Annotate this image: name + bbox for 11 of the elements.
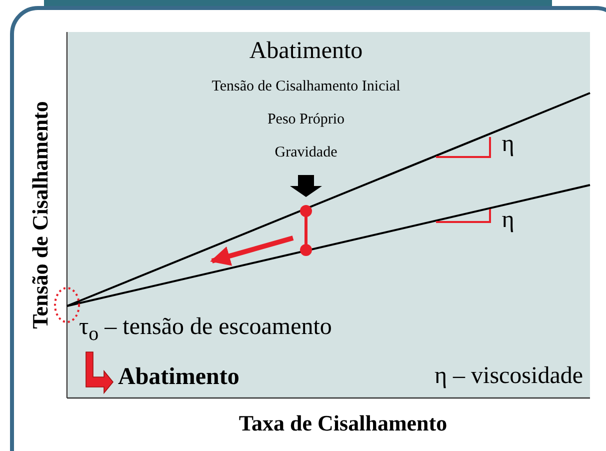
factor-label: Peso Próprio (267, 111, 345, 129)
axis-title: Taxa de Cisalhamento (238, 410, 448, 436)
emphasis-text: Abatimento (118, 364, 240, 392)
definition-text: η – viscosidade (434, 363, 583, 391)
symbol-label: η (502, 207, 514, 235)
factor-label: Gravidade (274, 144, 338, 162)
factor-label: Tensão de Cisalhamento Inicial (212, 78, 400, 96)
heading: Abatimento (249, 38, 363, 66)
axis-title: Tensão de Cisalhamento (27, 101, 53, 329)
symbol-label: η (502, 131, 514, 159)
definition-text: τ$_{o}$ – tensão de escoamento (79, 314, 332, 346)
